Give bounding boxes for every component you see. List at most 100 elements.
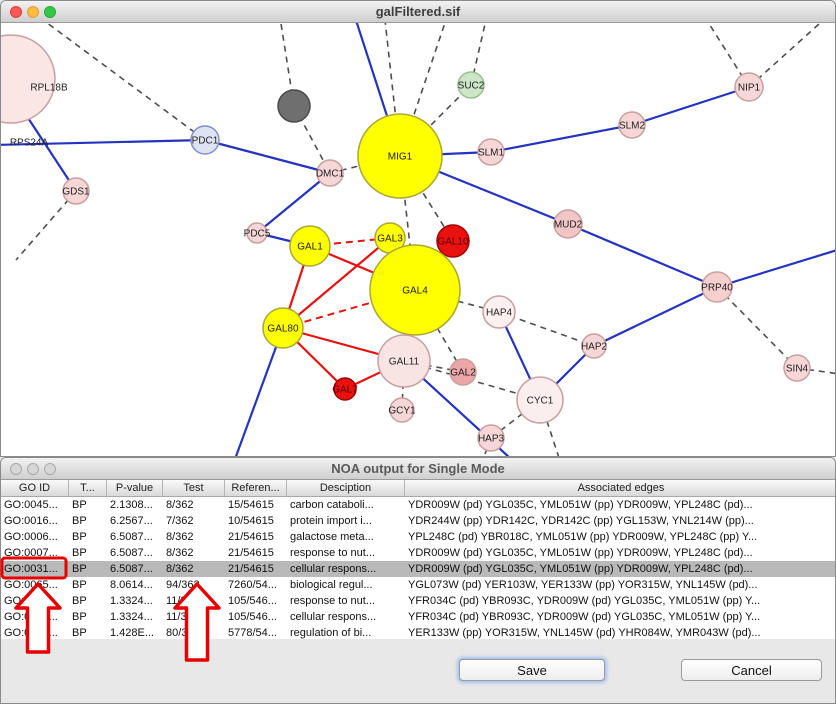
graph-window-title: galFiltered.sif xyxy=(375,4,461,19)
graph-edge[interactable] xyxy=(796,367,836,375)
table-cell: 6.5087... xyxy=(110,531,153,543)
graph-node-GDS1[interactable]: GDS1 xyxy=(62,177,90,205)
table-cell: 6.5087... xyxy=(110,547,153,559)
graph-edge[interactable] xyxy=(15,190,77,261)
graph-node-DMC1[interactable]: DMC1 xyxy=(316,159,345,187)
table-cell: 6.2567... xyxy=(110,515,153,527)
graph-node-SIN4[interactable]: SIN4 xyxy=(783,354,811,382)
close-button[interactable] xyxy=(10,6,22,18)
table-cell: YFR034C (pd) YBR093C, YDR009W (pd) YGL03… xyxy=(408,611,761,623)
table-cell: response to nut... xyxy=(290,595,375,607)
table-cell: GO:0006... xyxy=(4,531,58,543)
graph-node-CYC1[interactable]: CYC1 xyxy=(516,376,564,424)
minimize-button[interactable] xyxy=(27,463,39,475)
graph-edge[interactable] xyxy=(231,327,285,457)
graph-edge[interactable] xyxy=(716,286,798,369)
graph-node-PRP40[interactable]: PRP40 xyxy=(701,271,733,303)
save-button[interactable]: Save xyxy=(459,659,605,681)
column-header-p-value[interactable]: P-value xyxy=(107,480,163,496)
graph-edge[interactable] xyxy=(256,172,331,234)
graph-node-HAP2[interactable]: HAP2 xyxy=(581,333,608,359)
column-header-t-[interactable]: T... xyxy=(69,480,107,496)
graph-node-GAL1[interactable]: GAL1 xyxy=(289,225,331,267)
svg-text:GAL2: GAL2 xyxy=(450,368,476,379)
graph-node-HAP3[interactable]: HAP3 xyxy=(477,424,505,452)
minimize-button[interactable] xyxy=(27,6,39,18)
graph-edge[interactable] xyxy=(1,138,206,146)
graph-edge[interactable] xyxy=(204,138,331,175)
zoom-button[interactable] xyxy=(44,463,56,475)
graph-node-PDC1[interactable]: PDC1 xyxy=(190,125,220,155)
table-cell: 7/362 xyxy=(166,515,194,527)
noa-window-titlebar[interactable]: NOA output for Single Mode xyxy=(1,458,835,480)
graph-node-RPS24A[interactable]: RPS24A xyxy=(10,138,49,149)
table-cell: BP xyxy=(72,579,87,591)
column-header-go-id[interactable]: GO ID xyxy=(1,480,69,496)
graph-edge[interactable] xyxy=(31,23,206,141)
graph-node-RPL18B[interactable]: RPL18B xyxy=(1,34,68,124)
table-cell: YDR009W (pd) YGL035C, YML051W (pp) YDR00… xyxy=(408,499,753,511)
svg-text:CYC1: CYC1 xyxy=(527,396,554,407)
graph-edge[interactable] xyxy=(593,286,718,347)
graph-node-SLM1[interactable]: SLM1 xyxy=(477,138,505,166)
graph-node-PDC5[interactable]: PDC5 xyxy=(244,222,271,244)
svg-text:GCY1: GCY1 xyxy=(388,406,416,417)
graph-node-GAL80[interactable]: GAL80 xyxy=(262,307,304,349)
graph-edge[interactable] xyxy=(498,311,595,347)
graph-node-GAL4[interactable]: GAL4 xyxy=(369,244,461,336)
zoom-button[interactable] xyxy=(44,6,56,18)
graph-edge[interactable] xyxy=(701,23,750,88)
graph-node-GCY1[interactable]: GCY1 xyxy=(388,397,416,423)
graph-edge[interactable] xyxy=(567,222,718,289)
graph-edge[interactable] xyxy=(282,237,391,329)
table-cell: YDR009W (pd) YGL035C, YML051W (pp) YDR00… xyxy=(408,563,753,575)
graph-node-SUC2[interactable]: SUC2 xyxy=(457,71,485,99)
graph-node-GAL10[interactable]: GAL10 xyxy=(436,224,470,258)
graph-node-NIP1[interactable]: NIP1 xyxy=(734,72,764,102)
table-cell: galactose meta... xyxy=(290,531,374,543)
graph-node-GAL2[interactable]: GAL2 xyxy=(449,358,477,386)
graph-node-SLM2[interactable]: SLM2 xyxy=(618,111,646,139)
graph-edge[interactable] xyxy=(631,85,750,127)
table-cell: BP xyxy=(72,627,87,639)
graph-node-GAL7[interactable]: GAL7 xyxy=(332,377,358,401)
table-cell: GO:0031... xyxy=(4,563,58,575)
close-button[interactable] xyxy=(10,463,22,475)
graph-edge[interactable] xyxy=(490,123,633,154)
graph-node-unlabeled-gray[interactable] xyxy=(277,89,311,123)
graph-edge[interactable] xyxy=(282,289,416,329)
table-cell: YER133W (pp) YOR315W, YNL145W (pd) YHR08… xyxy=(408,627,761,639)
table-cell: 8/362 xyxy=(166,563,194,575)
svg-text:GAL7: GAL7 xyxy=(332,385,358,396)
column-header-associated-edges[interactable]: Associated edges xyxy=(577,482,665,494)
svg-text:GDS1: GDS1 xyxy=(62,187,90,198)
graph-node-MUD2[interactable]: MUD2 xyxy=(553,209,583,239)
graph-window-titlebar[interactable]: galFiltered.sif xyxy=(1,1,835,23)
graph-node-GAL11[interactable]: GAL11 xyxy=(377,334,431,388)
column-header-referen-[interactable]: Referen... xyxy=(225,480,287,496)
cancel-button[interactable]: Cancel xyxy=(681,659,822,681)
graph-edge[interactable] xyxy=(716,247,836,289)
graph-edge[interactable] xyxy=(403,360,523,457)
table-cell: 21/54615 xyxy=(228,563,274,575)
table-cell: GO:0007... xyxy=(4,547,58,559)
graph-node-HAP4[interactable]: HAP4 xyxy=(482,295,516,329)
graph-node-MIG1[interactable]: MIG1 xyxy=(357,113,443,199)
column-header-desciption[interactable]: Desciption xyxy=(287,480,405,496)
table-cell: 1.3324... xyxy=(110,595,153,607)
graph-edge[interactable] xyxy=(748,23,829,88)
column-header-test[interactable]: Test xyxy=(163,480,225,496)
